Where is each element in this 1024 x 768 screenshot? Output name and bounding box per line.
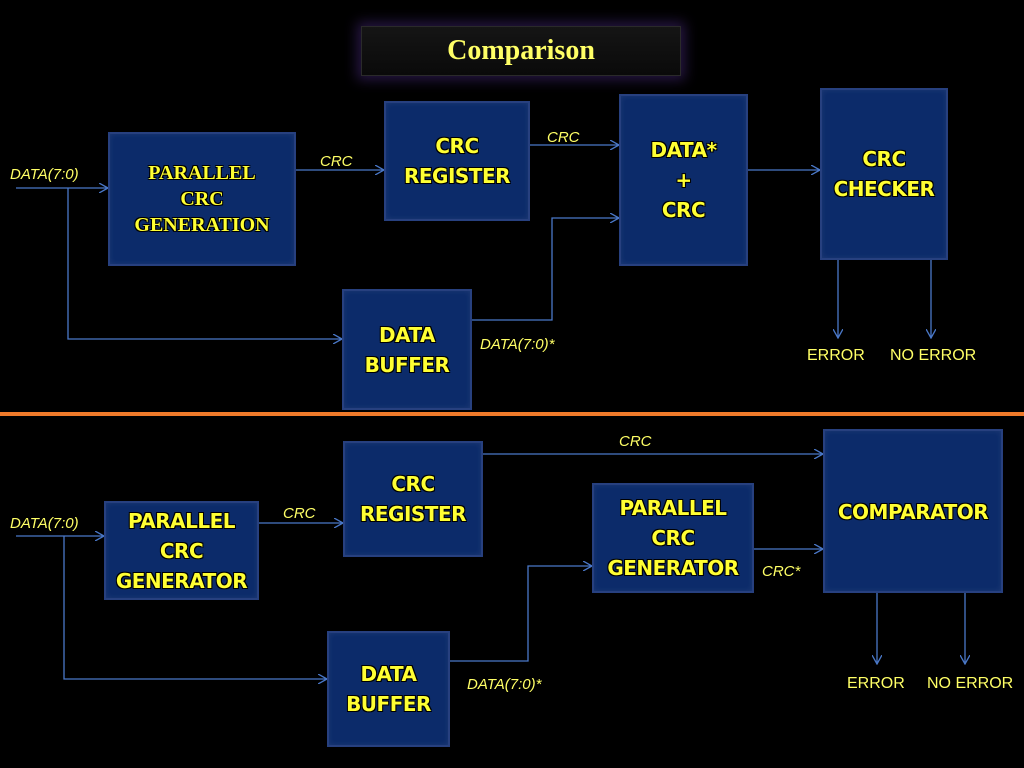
top-crc-checker-box: CRC CHECKER [820, 88, 948, 260]
top-crc-label-1: CRC [320, 153, 353, 170]
top-no-error-label: NO ERROR [890, 347, 977, 364]
top-crc-register-box: CRC REGISTER [384, 101, 530, 221]
top-data-buffer-text: DATA BUFFER [364, 322, 450, 377]
wire-top-input-branch [67, 188, 342, 339]
bottom-parallel-crc-generator-box: PARALLEL CRC GENERATOR [104, 501, 259, 600]
bottom-data-buffer-text: DATA BUFFER [346, 662, 431, 716]
bottom-comparator-text: COMPARATOR [837, 500, 989, 524]
top-parallel-crc-generation-box: PARALLEL CRC GENERATION [108, 132, 296, 266]
page-title: Comparison [447, 35, 595, 66]
wire-bottom-input-branch [63, 536, 327, 679]
bottom-data-buffer-box: DATA BUFFER [327, 631, 450, 747]
section-divider [0, 412, 1024, 416]
bottom-comparator-box: COMPARATOR [823, 429, 1003, 593]
bottom-crc-label-1: CRC [283, 505, 316, 522]
bottom-parallel-crc-generator-text: PARALLEL CRC GENERATOR [115, 508, 248, 593]
title-plate: Comparison [361, 26, 681, 76]
top-crc-register-text: CRC REGISTER [403, 134, 511, 188]
bottom-buffered-data-label: DATA(7:0)* [467, 676, 542, 693]
bottom-crc-register-box: CRC REGISTER [343, 441, 483, 557]
top-data-plus-crc-box: DATA* + CRC [619, 94, 748, 266]
bottom-input-label: DATA(7:0) [10, 515, 79, 532]
top-crc-checker-text: CRC CHECKER [833, 147, 935, 201]
bottom-error-label: ERROR [847, 675, 905, 692]
bottom-crc-star-label: CRC* [762, 563, 801, 580]
top-error-label: ERROR [807, 347, 865, 364]
bottom-no-error-label: NO ERROR [927, 675, 1014, 692]
bottom-parallel-crc-generator-2-text: PARALLEL CRC GENERATOR [607, 496, 739, 580]
top-input-label: DATA(7:0) [10, 166, 79, 183]
top-parallel-crc-generation-text: PARALLEL CRC GENERATION [134, 162, 270, 236]
top-data-buffer-box: DATA BUFFER [342, 289, 472, 410]
top-data-plus-crc-text: DATA* + CRC [650, 138, 717, 222]
bottom-crc-label-2: CRC [619, 433, 652, 450]
wire-bottom-buffer-to-gen2 [447, 566, 592, 662]
top-crc-label-2: CRC [547, 129, 580, 146]
bottom-parallel-crc-generator-2-box: PARALLEL CRC GENERATOR [592, 483, 754, 593]
bottom-crc-register-text: CRC REGISTER [359, 472, 467, 526]
wire-top-buffer-to-merge [469, 218, 619, 321]
top-buffered-data-label: DATA(7:0)* [480, 336, 555, 353]
